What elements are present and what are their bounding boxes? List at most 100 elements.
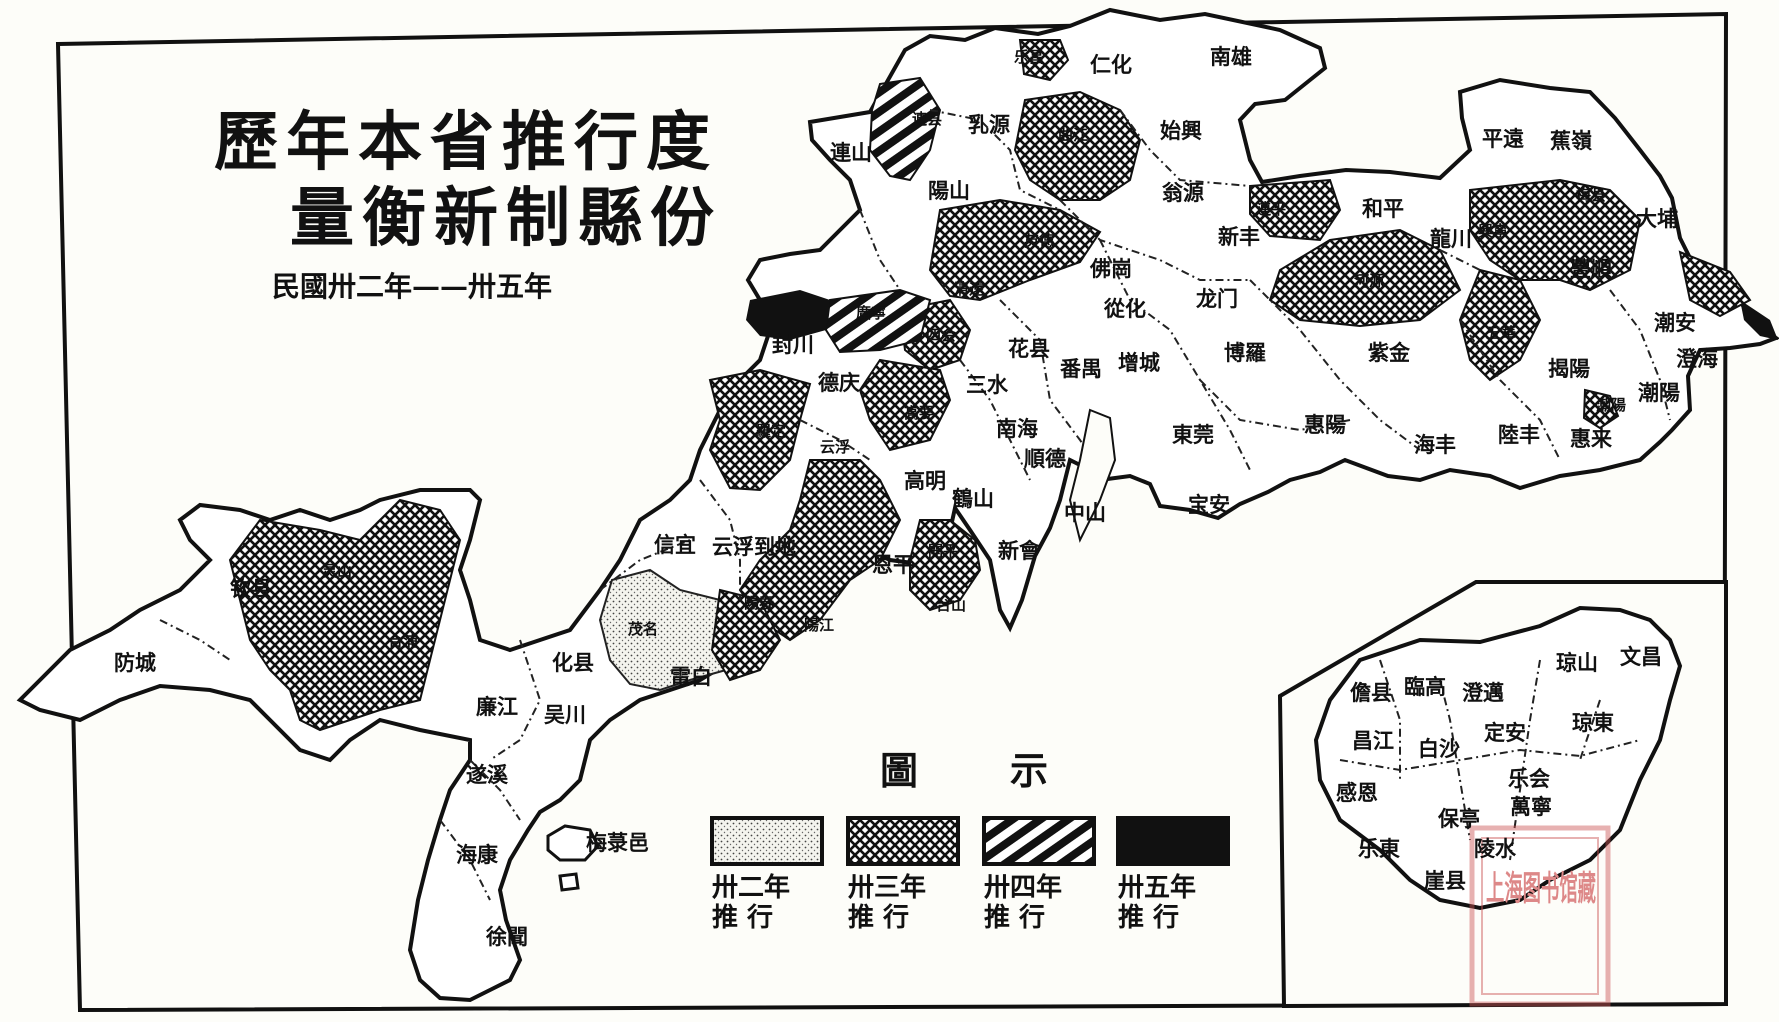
county-label: 钦县 — [230, 576, 272, 601]
legend-label-2-line2: 推 行 — [848, 902, 909, 933]
legend-label-1-line2: 推 行 — [712, 902, 773, 933]
county-label: 陽春 — [744, 594, 774, 612]
legend-label-2-line1: 卅三年 — [848, 872, 926, 903]
county-label: 琼東 — [1572, 710, 1614, 735]
county-label: 梅菉邑 — [586, 830, 649, 855]
county-label: 澄邁 — [1462, 680, 1504, 705]
county-label: 白沙 — [1418, 736, 1460, 761]
county-label: 三水 — [966, 372, 1009, 397]
county-label: 電白 — [670, 664, 712, 689]
county-label: 河源 — [1354, 272, 1384, 290]
county-label: 陸丰 — [1498, 422, 1540, 447]
legend-label-1-line1: 卅二年 — [712, 872, 790, 903]
legend-swatch-solid — [1116, 816, 1230, 866]
county-labels: 南雄 仁化 乳源 曲江 始興 連山 陽山 翁源 和平 平遠 蕉嶺 梅县 大埔 新… — [114, 44, 1718, 949]
county-label: 崖县 — [1424, 868, 1466, 893]
county-label: 高要 — [904, 404, 934, 422]
county-label: 文昌 — [1620, 644, 1662, 669]
county-label: 儋县 — [1350, 680, 1392, 705]
region-dots-maoming — [598, 568, 742, 692]
map-title-line2: 量衡新制縣份 — [290, 181, 722, 256]
coast-tip — [1740, 300, 1778, 340]
region-diagonal — [824, 76, 942, 354]
region-crosshatch — [228, 39, 1752, 732]
county-label: 感恩 — [1336, 780, 1378, 805]
county-label: 仁化 — [1090, 52, 1132, 77]
county-label: 乳源 — [968, 112, 1010, 137]
county-label: 萬寧 — [1510, 794, 1552, 819]
county-label: 平遠 — [1482, 126, 1524, 151]
county-label: 南雄 — [1210, 44, 1252, 69]
county-label: 增城 — [1118, 350, 1160, 375]
county-label: 順德 — [1024, 446, 1066, 471]
county-label: 台山 — [936, 596, 966, 614]
county-label: 防城 — [114, 650, 156, 675]
island-naozhou — [546, 824, 600, 892]
county-label: 大埔 — [1636, 206, 1678, 231]
county-label: 開平 — [928, 542, 958, 560]
county-label: 梅县 — [1576, 186, 1606, 204]
county-label: 高明 — [904, 468, 946, 493]
county-label: 信宜 — [654, 532, 696, 557]
county-label: 五華 — [1486, 324, 1516, 342]
county-label: 羅定 — [756, 422, 786, 440]
county-label: 潮安 — [1654, 310, 1696, 335]
legend-swatch-crosshatch — [846, 816, 960, 866]
county-label: 海丰 — [1414, 432, 1456, 457]
county-label: 吴川 — [544, 702, 586, 727]
legend-swatch-dots — [710, 816, 824, 866]
legend-title-b: 示 — [1010, 748, 1048, 793]
county-label: 恩平 — [872, 552, 914, 577]
county-label: 宝安 — [1188, 492, 1230, 517]
county-label: 鶴山 — [952, 486, 994, 511]
county-label: 乐昌 — [1014, 48, 1044, 66]
county-label: 保亭 — [1437, 806, 1480, 831]
county-label: 興寧 — [1478, 222, 1508, 240]
county-label: 蕉嶺 — [1550, 128, 1592, 153]
legend-label-4-line1: 卅五年 — [1118, 872, 1196, 903]
county-label: 臨高 — [1404, 674, 1446, 699]
county-label: 中山 — [1064, 500, 1106, 525]
hainan-labels: 文昌 琼山 定安 琼東 澄邁 臨高 儋县 昌江 白沙 感恩 保亭 乐会 萬寧 陵… — [1336, 644, 1662, 893]
county-label: 龍川 — [1430, 226, 1472, 251]
county-label: 連山 — [830, 140, 872, 165]
county-label: 封川 — [772, 332, 814, 357]
county-label: 豐順 — [1570, 256, 1613, 281]
county-label: 德庆 — [818, 370, 860, 395]
county-label: 番禺 — [1059, 356, 1102, 381]
legend-swatches — [710, 816, 1230, 866]
county-label: 潮陽 — [1596, 396, 1626, 414]
county-label: 化县 — [552, 650, 594, 675]
county-label: 潮陽 — [1638, 380, 1680, 405]
map-title-line1: 歷年本省推行度 — [214, 105, 718, 180]
county-label: 廣寧 — [856, 304, 886, 322]
county-label: 澄海 — [1676, 346, 1718, 371]
county-label: 博羅 — [1224, 340, 1266, 365]
county-label: 翁源 — [1162, 180, 1204, 205]
county-label: 惠陽 — [1304, 412, 1346, 437]
county-label: 始興 — [1160, 118, 1202, 143]
county-label: 新會 — [998, 538, 1041, 563]
county-label: 紫金 — [1368, 340, 1411, 365]
region-solid — [746, 290, 830, 340]
county-label: 南海 — [996, 416, 1038, 441]
county-boundaries — [159, 109, 1671, 901]
county-label: 琼山 — [1556, 650, 1598, 675]
county-label: 茂名 — [628, 620, 658, 638]
county-label: 龙门 — [1196, 286, 1238, 311]
county-label: 陽山 — [928, 178, 970, 203]
county-label: 昌江 — [1352, 728, 1394, 753]
county-label: 海康 — [456, 842, 499, 867]
county-label: 灵山 — [322, 562, 352, 580]
county-label: 惠来 — [1570, 426, 1613, 451]
seal-text: 上海图书馆藏 — [1486, 869, 1596, 909]
legend-label-3-line1: 卅四年 — [984, 872, 1062, 903]
legend-label-4-line2: 推 行 — [1118, 902, 1179, 933]
county-label: 揭陽 — [1548, 356, 1590, 381]
county-label: 和平 — [1362, 196, 1404, 221]
county-label: 連县 — [912, 110, 942, 128]
county-label: 遂溪 — [466, 762, 509, 787]
county-label: 云浮到地 — [712, 534, 796, 559]
county-label: 清遠 — [954, 280, 984, 298]
